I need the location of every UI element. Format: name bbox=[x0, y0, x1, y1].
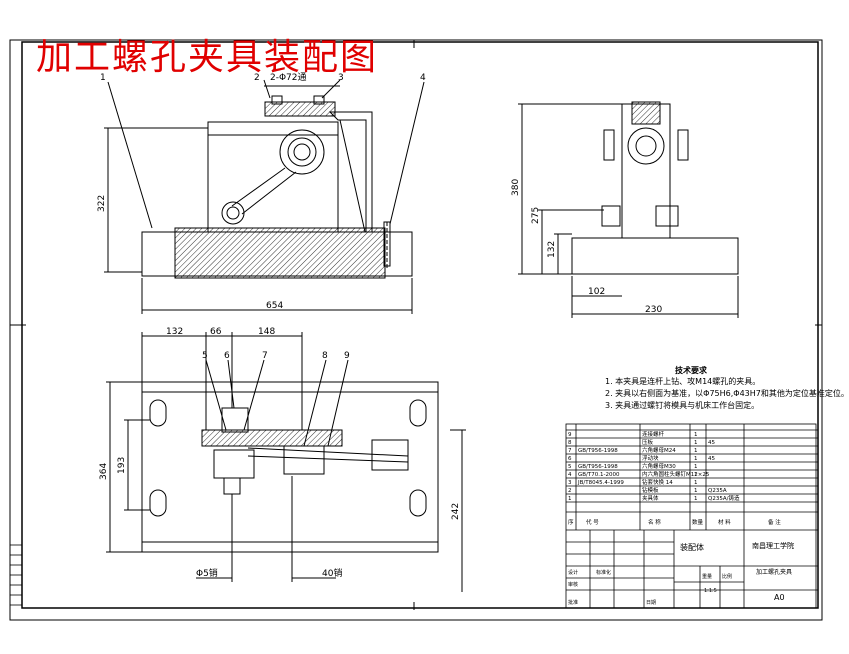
dim-side-h3: 132 bbox=[547, 241, 557, 258]
bom-cell-name: 钻套快换 14 bbox=[642, 478, 673, 486]
balloon-7: 7 bbox=[262, 351, 268, 361]
title-block-weight: 重量 bbox=[702, 573, 712, 580]
side-view bbox=[518, 101, 739, 318]
outer-frame bbox=[9, 39, 823, 621]
dim-side-h2: 275 bbox=[531, 207, 541, 224]
bom-header-name: 名 称 bbox=[648, 518, 661, 526]
dim-plan-h1: 364 bbox=[99, 463, 109, 480]
bom-cell-mat: Q235A/铸造 bbox=[708, 494, 740, 502]
bom-cell-code: GB/T70.1-2000 bbox=[578, 472, 620, 478]
title-block-check: 审核 bbox=[568, 581, 578, 588]
bom-cell-code: GB/T956-1998 bbox=[578, 464, 618, 470]
dim-side-w2: 230 bbox=[645, 305, 662, 315]
bom-cell-no: 4 bbox=[568, 472, 572, 478]
bom-header-code: 代 号 bbox=[586, 518, 599, 526]
balloon-2a: 2 bbox=[254, 73, 260, 83]
dim-side-w1: 102 bbox=[588, 287, 605, 297]
bom-cell-qty: 1 bbox=[694, 488, 698, 494]
bom-cell-no: 1 bbox=[568, 496, 572, 502]
bom-cell-name: 六角螺母M24 bbox=[642, 446, 676, 454]
bom-header-no: 序 bbox=[568, 518, 574, 526]
bom-cell-no: 7 bbox=[568, 448, 572, 454]
bom-cell-name: 钻模板 bbox=[642, 486, 659, 494]
tech-line-2: 2. 夹具以右侧面为基准，以Φ75H6,Φ43H7和其他为定位基准定位。 bbox=[605, 389, 849, 398]
bom-header-mat: 材 料 bbox=[718, 518, 731, 526]
bom-cell-mat: Q235A bbox=[708, 488, 727, 494]
assembly-drawing: 1 2 2-Φ72通 3 4 322 654 380 275 132 102 2… bbox=[9, 39, 823, 621]
front-view bbox=[104, 79, 425, 314]
bom-cell-mat: 45 bbox=[708, 440, 715, 446]
bom-cell-no: 9 bbox=[568, 432, 572, 438]
bom-cell-no: 6 bbox=[568, 456, 572, 462]
dim-front-width: 654 bbox=[266, 301, 283, 311]
bom-cell-qty: 1 bbox=[694, 440, 698, 446]
bom-cell-qty: 1 bbox=[694, 448, 698, 454]
bom-cell-name: 夹具体 bbox=[642, 494, 659, 502]
dim-plan-h3: 242 bbox=[451, 503, 461, 520]
bom-cell-no: 5 bbox=[568, 464, 572, 470]
balloon-1: 1 bbox=[100, 73, 106, 83]
bom-cell-qty: 1 bbox=[694, 432, 698, 438]
bom-cell-code: JB/T8045.4-1999 bbox=[577, 480, 624, 486]
bom-cell-name: 连接螺杆 bbox=[642, 430, 665, 438]
dim-side-h1: 380 bbox=[511, 179, 521, 196]
balloon-5: 5 bbox=[202, 351, 208, 361]
label-layer: 1 2 2-Φ72通 3 4 322 654 380 275 132 102 2… bbox=[97, 72, 662, 579]
bom-cell-name: 内六角圆柱头螺钉M12×25 bbox=[642, 470, 710, 478]
bom-cell-qty: 1 bbox=[694, 472, 698, 478]
balloon-8: 8 bbox=[322, 351, 328, 361]
dim-plan-d1: Φ5销 bbox=[196, 567, 218, 579]
bom-table bbox=[565, 423, 818, 609]
title-block-part: 加工螺孔夹具 bbox=[756, 568, 792, 576]
dim-plan-h2: 193 bbox=[117, 457, 127, 474]
bom-cell-mat: 45 bbox=[708, 456, 715, 462]
bom-header-note: 备 注 bbox=[768, 518, 781, 526]
title-block-sheet: A0 bbox=[774, 593, 785, 602]
title-block-std: 标准化 bbox=[596, 569, 611, 576]
balloon-9: 9 bbox=[344, 351, 350, 361]
bom-cell-qty: 1 bbox=[694, 456, 698, 462]
bom-cell-name: 浮动块 bbox=[642, 454, 659, 462]
bom-cell-code: GB/T956-1998 bbox=[578, 448, 618, 454]
bom-cell-name: 六角螺母M30 bbox=[642, 462, 676, 470]
balloon-6: 6 bbox=[224, 351, 230, 361]
title-block-ratio: 比例 bbox=[722, 573, 732, 580]
dim-plan-w2: 66 bbox=[210, 327, 222, 337]
title-block-approve: 批准 bbox=[568, 599, 578, 606]
dim-plan-w1: 132 bbox=[166, 327, 183, 337]
title-block-scale: 1:1.5 bbox=[704, 588, 717, 594]
dim-plan-w3: 148 bbox=[258, 327, 275, 337]
dim-plan-d2: 40销 bbox=[322, 567, 342, 579]
plan-view bbox=[106, 332, 466, 592]
title-block-drawing: 装配体 bbox=[680, 542, 704, 552]
title-block-date: 日期 bbox=[646, 600, 656, 606]
bom-cell-name: 压板 bbox=[642, 438, 654, 446]
title-block-school: 南昌理工学院 bbox=[752, 541, 794, 550]
bom-cell-qty: 1 bbox=[694, 496, 698, 502]
balloon-4: 4 bbox=[420, 73, 426, 83]
tech-line-1: 1. 本夹具是连杆上钻、攻M14螺孔的夹具。 bbox=[605, 377, 761, 386]
bom-cell-qty: 1 bbox=[694, 480, 698, 486]
bom-cell-no: 3 bbox=[568, 480, 572, 486]
bom-header-qty: 数量 bbox=[692, 518, 704, 526]
dim-top-part: 2-Φ72通 bbox=[270, 72, 307, 83]
drawing-title: 加工螺孔夹具装配图 bbox=[36, 37, 379, 78]
bom-cell-qty: 1 bbox=[694, 464, 698, 470]
balloon-3: 3 bbox=[338, 73, 344, 83]
tech-line-3: 3. 夹具通过螺钉将模具与机床工作台固定。 bbox=[605, 401, 760, 410]
bom-cell-no: 8 bbox=[568, 440, 572, 446]
bom-cell-no: 2 bbox=[568, 488, 572, 494]
title-block-design: 设计 bbox=[568, 569, 578, 576]
left-stamp-strip bbox=[9, 544, 23, 606]
dim-front-height: 322 bbox=[97, 195, 107, 212]
technical-requirements: 技术要求 1. 本夹具是连杆上钻、攻M14螺孔的夹具。 2. 夹具以右侧面为基准… bbox=[605, 366, 849, 412]
tech-heading: 技术要求 bbox=[675, 366, 707, 375]
